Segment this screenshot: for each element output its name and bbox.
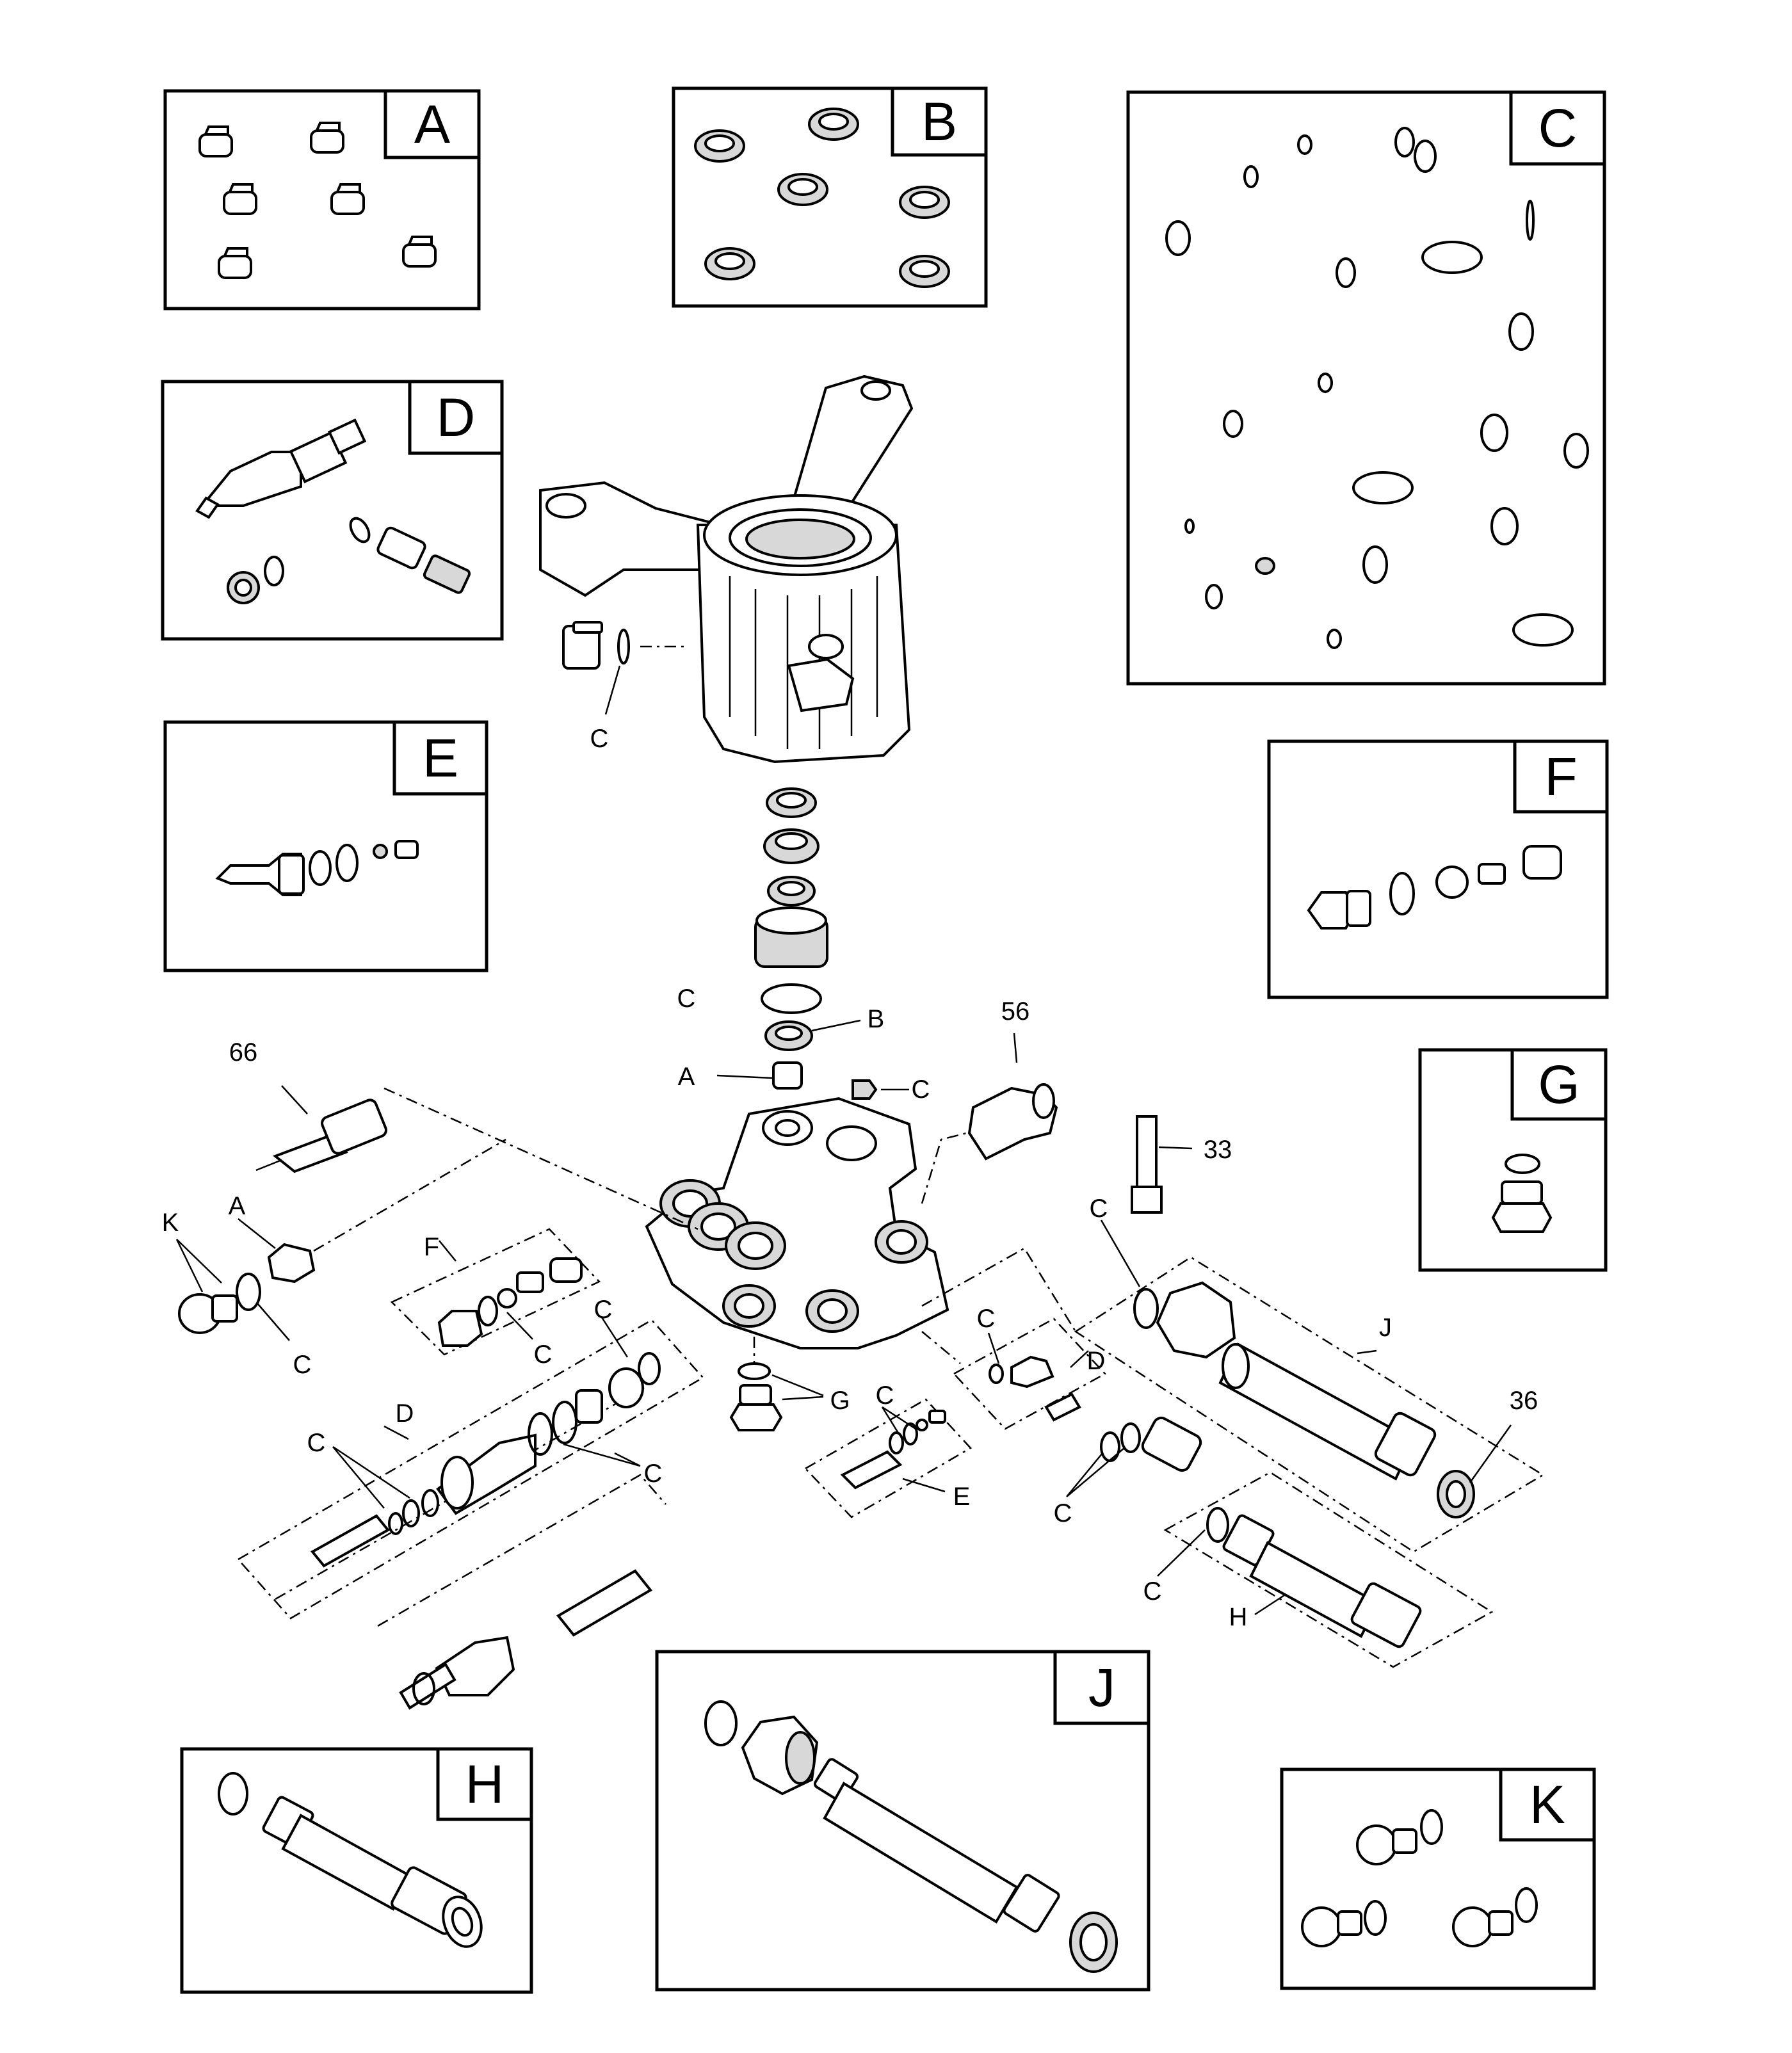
callout-c-dr-top: C — [977, 1305, 996, 1333]
inlet-tube-icon — [704, 1700, 1118, 1973]
manifold-cap — [852, 1079, 909, 1100]
callout-c-dr-low: C — [1054, 1499, 1072, 1527]
valve-group-d-right — [921, 1317, 1107, 1430]
callout-h-right: H — [1229, 1603, 1248, 1631]
callout-56: 56 — [1001, 997, 1030, 1026]
callout-36: 36 — [1510, 1387, 1538, 1415]
check-valve-icon — [215, 840, 419, 896]
callout-c-d-low: C — [644, 1460, 663, 1488]
drain-plug-icon — [1491, 1154, 1553, 1233]
callout-c-plug: C — [912, 1075, 930, 1104]
kit-box-k-label: K — [1530, 1775, 1565, 1835]
kit-box-e: E — [163, 720, 488, 972]
callout-c-f: C — [534, 1340, 553, 1369]
kit-box-b: B — [672, 86, 988, 308]
callout-66: 66 — [229, 1038, 258, 1067]
callout-k-left: K — [162, 1209, 179, 1237]
outlet-tube-icon — [218, 1772, 483, 1948]
kit-box-j-label: J — [1088, 1657, 1115, 1718]
callout-j-right: J — [1379, 1314, 1392, 1342]
kit-box-a: A — [163, 89, 481, 310]
callout-e-mid: E — [953, 1483, 971, 1511]
seal-ring-icon — [694, 108, 950, 288]
kit-box-g: G — [1418, 1048, 1608, 1272]
crankcase-plug — [562, 621, 688, 715]
callout-c-upper: C — [590, 725, 609, 753]
callout-c-stack: C — [677, 985, 696, 1013]
outlet-assembly-h — [1157, 1471, 1494, 1668]
callout-f-left: F — [424, 1233, 439, 1261]
o-ring-icon — [1165, 127, 1589, 649]
kit-box-d-label: D — [437, 387, 476, 447]
kit-box-e-label: E — [423, 728, 458, 788]
kit-box-c-label: C — [1538, 98, 1578, 158]
kit-box-c: C — [1126, 90, 1606, 686]
kit-box-f-label: F — [1544, 746, 1577, 807]
callout-d-left: D — [396, 1399, 414, 1428]
valve-group-f — [390, 1228, 601, 1356]
inlet-adapter — [1066, 1416, 1202, 1497]
kit-box-a-label: A — [414, 94, 450, 154]
callout-g-mid: G — [830, 1387, 850, 1415]
callout-a-left: A — [229, 1192, 246, 1220]
valve-group-d — [237, 1317, 704, 1710]
unloader-valve-icon — [195, 418, 471, 604]
callout-a-stack: A — [678, 1063, 695, 1091]
kit-box-d: D — [161, 380, 504, 641]
kit-box-k: K — [1280, 1767, 1596, 1990]
callout-b-stack: B — [868, 1005, 885, 1033]
left-plug-set — [175, 1138, 506, 1341]
callout-d-right: D — [1087, 1347, 1106, 1375]
callout-c-h: C — [1143, 1577, 1162, 1606]
pump-manifold — [645, 1097, 949, 1349]
kit-box-g-label: G — [1538, 1054, 1579, 1115]
inlet-assembly-j — [921, 1220, 1545, 1553]
kit-box-b-label: B — [921, 92, 957, 152]
valve-group-e — [804, 1398, 972, 1518]
callout-c-e: C — [876, 1381, 894, 1410]
piston-seal-stack — [716, 787, 861, 1090]
plug-valve-icon — [1307, 845, 1562, 930]
nozzle-icon — [198, 122, 437, 279]
callout-c-j: C — [1090, 1195, 1108, 1223]
plug-icon — [1301, 1809, 1538, 1947]
kit-box-h-label: H — [465, 1754, 505, 1814]
crankcase-housing — [539, 374, 914, 764]
elbow-fitting-56 — [921, 1033, 1058, 1204]
relief-valve-66 — [255, 1085, 698, 1230]
kit-box-h: H — [180, 1747, 533, 1994]
callout-c-left: C — [293, 1351, 312, 1379]
drain-g — [729, 1337, 824, 1431]
callout-c-d-top: C — [594, 1296, 613, 1324]
kit-box-j: J — [655, 1650, 1150, 1992]
callout-33: 33 — [1204, 1136, 1232, 1164]
kit-box-f: F — [1267, 739, 1609, 999]
bolt-33 — [1131, 1115, 1193, 1214]
callout-c-d-mid: C — [307, 1429, 326, 1457]
